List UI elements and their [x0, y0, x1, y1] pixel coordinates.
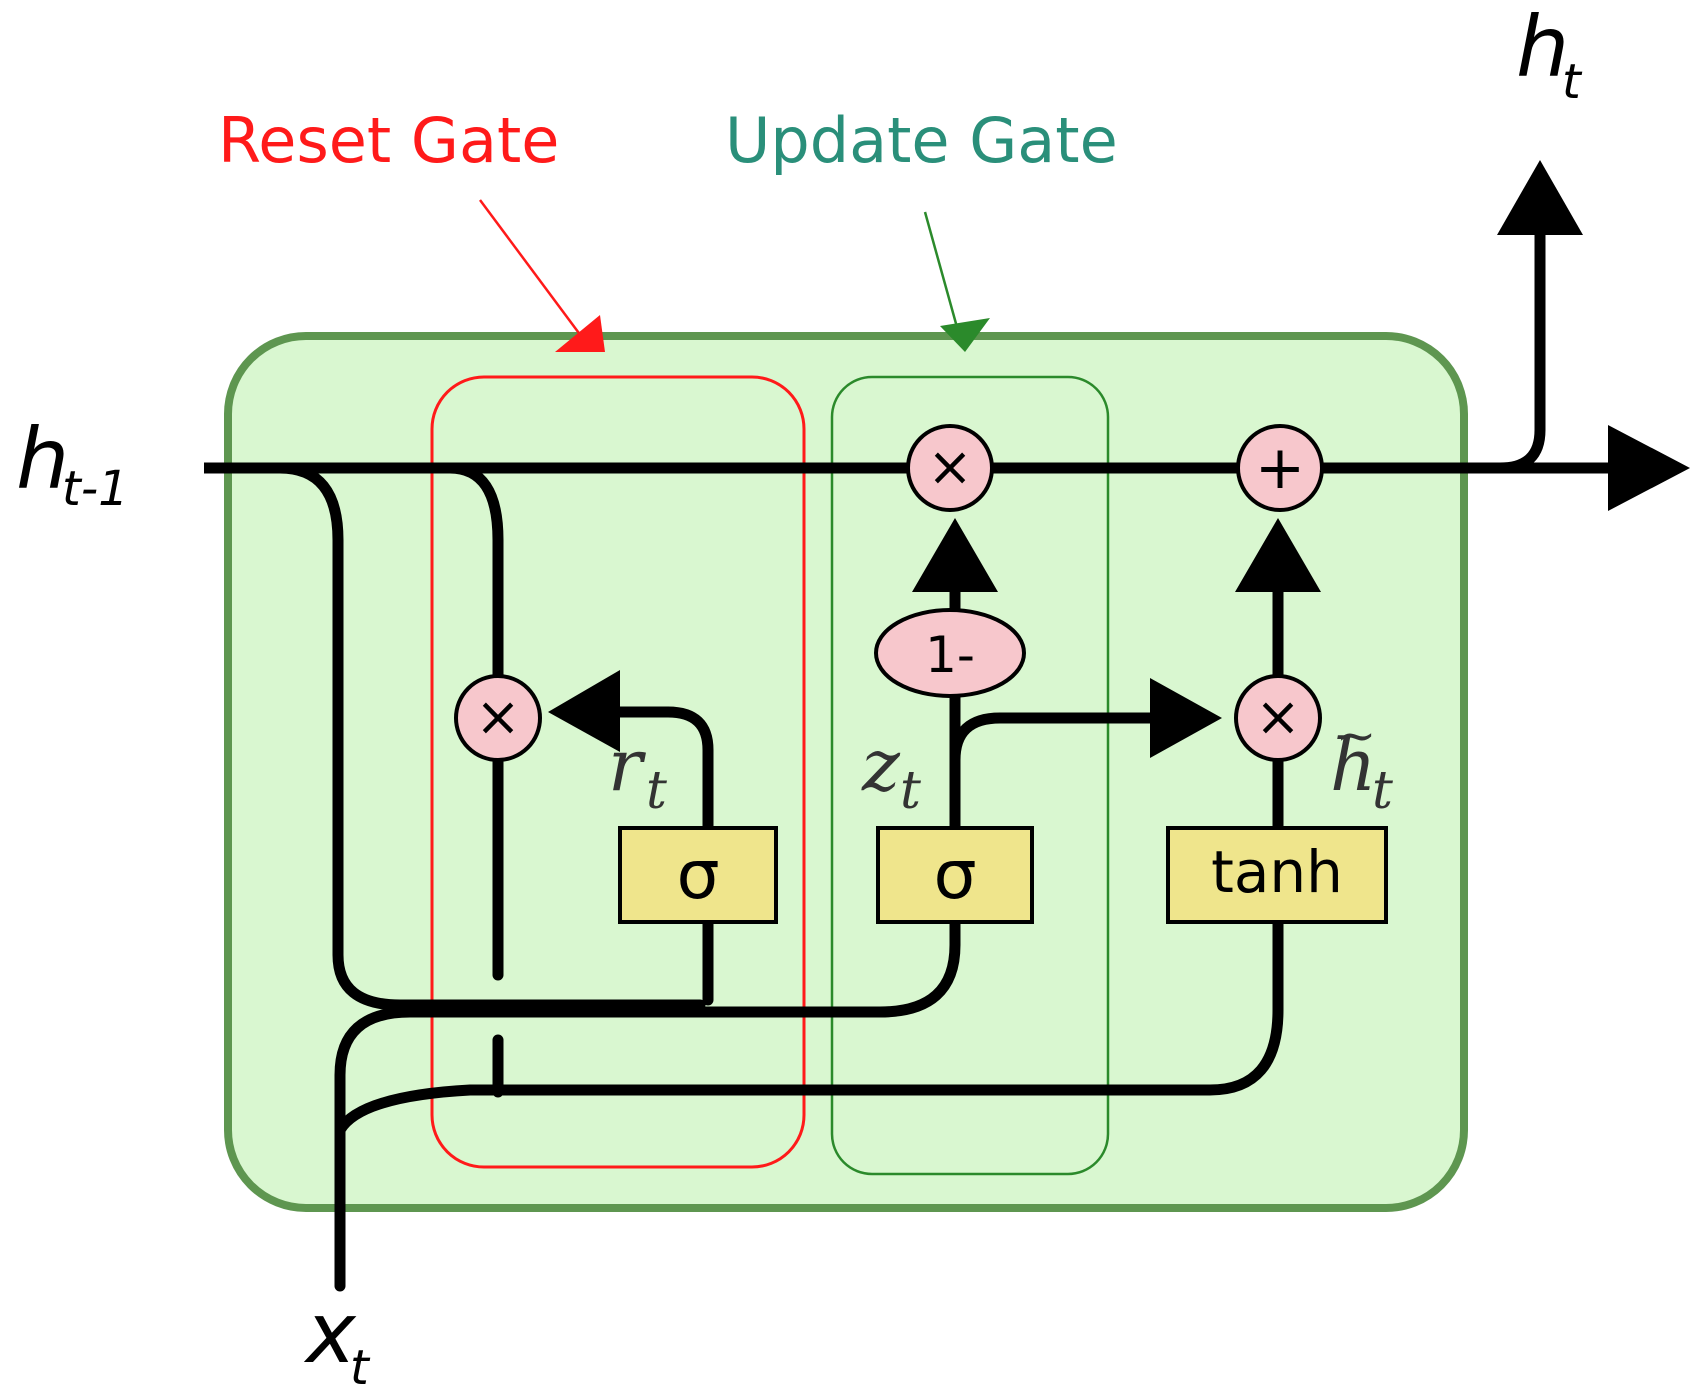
z-label: z t: [861, 723, 921, 821]
z-multiply-arrowhead: [1150, 678, 1222, 758]
h-prev-loop: [274, 462, 706, 1011]
h-out-label: h t: [1516, 0, 1583, 110]
op-multiply-update: ×: [906, 424, 994, 512]
sigma-update-box: σ: [876, 826, 1034, 924]
h-main-arrowhead: [1608, 425, 1690, 511]
h-out-sub: t: [1562, 54, 1583, 110]
x-in-sub: t: [350, 1340, 371, 1396]
op-add-symbol: +: [1255, 433, 1305, 503]
tanh-box: tanh: [1166, 826, 1388, 924]
reset-branch-upper: [444, 462, 504, 981]
h-prev-sub: t-1: [62, 461, 129, 517]
h-prev-label: h t-1: [16, 410, 129, 517]
h-tilde-label: h ~ t: [1330, 708, 1393, 821]
op-multiply-output: ×: [1234, 674, 1322, 762]
gru-cell: [224, 332, 1468, 1212]
h-output-arrowhead: [1497, 160, 1583, 235]
h-out-main: h: [1516, 0, 1569, 96]
x-in-label: x t: [303, 1284, 371, 1396]
sigma-reset-box: σ: [618, 826, 778, 924]
z-sub: t: [900, 761, 921, 821]
op-multiply-reset: ×: [454, 674, 542, 762]
sigma-reset-label: σ: [676, 836, 719, 915]
sigma-update-label: σ: [933, 836, 976, 915]
h-tilde-main: h: [1330, 723, 1376, 807]
h-prev-main: h: [16, 410, 69, 508]
reset-gate-pointer: [478, 199, 592, 349]
op-add: +: [1236, 424, 1324, 512]
update-gate-region: [830, 375, 1110, 1176]
op-one-minus-label: 1-: [925, 626, 975, 684]
reset-gate-pointer-head: [555, 315, 605, 352]
tanh-arrowhead: [1235, 518, 1321, 592]
op-multiply-reset-symbol: ×: [475, 685, 520, 748]
op-multiply-update-symbol: ×: [927, 435, 972, 498]
one-minus-arrowhead: [912, 518, 998, 592]
op-multiply-output-symbol: ×: [1255, 685, 1300, 748]
r-main: r: [608, 723, 646, 807]
z-to-multiply: [949, 712, 1166, 766]
update-gate-pointer: [923, 211, 962, 339]
r-arrowhead: [548, 670, 620, 752]
tanh-label: tanh: [1211, 838, 1343, 906]
op-one-minus: 1-: [874, 608, 1026, 698]
x-to-tanh: [334, 899, 1284, 1136]
r-label: r t: [608, 723, 667, 821]
reset-gate-title: Reset Gate: [218, 104, 559, 177]
h-tilde-mark: ~: [1336, 708, 1376, 764]
reset-gate-region: [430, 375, 806, 1169]
arrowheads: [548, 160, 1690, 758]
update-gate-title: Update Gate: [725, 104, 1118, 177]
x-in-main: x: [303, 1284, 357, 1382]
update-gate-pointer-head: [940, 318, 990, 352]
r-sub: t: [646, 761, 667, 821]
h-output-branch: [1494, 224, 1546, 474]
x-input-wire: [334, 899, 961, 1292]
h-tilde-sub: t: [1372, 761, 1393, 821]
r-wire: [574, 706, 714, 1006]
z-main: z: [861, 723, 901, 807]
